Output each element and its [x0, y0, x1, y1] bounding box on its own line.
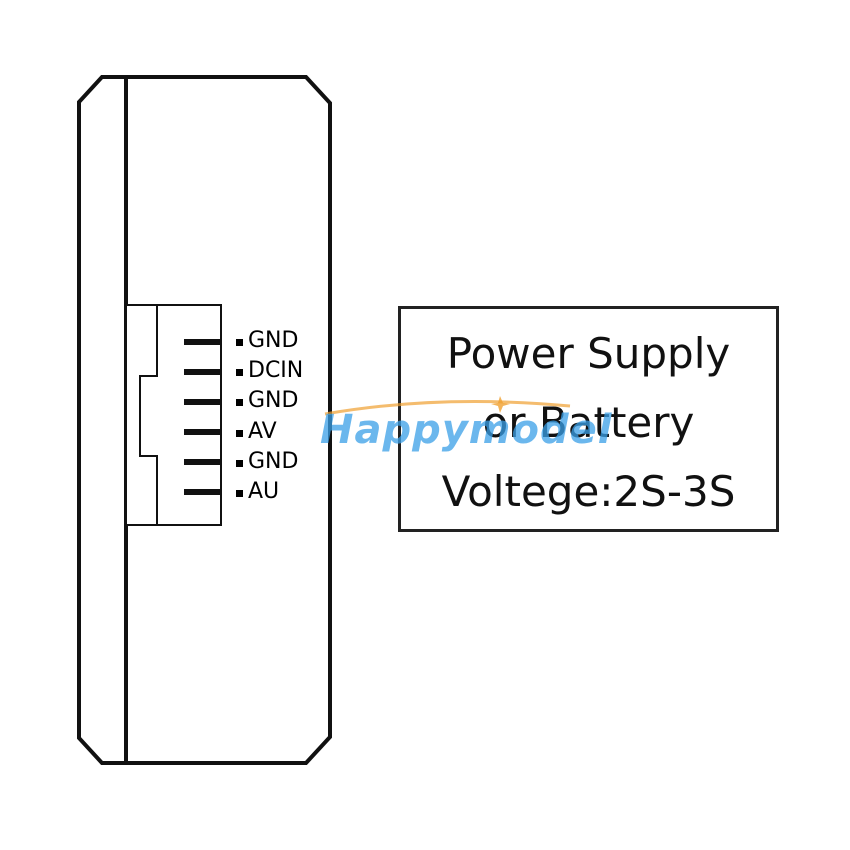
pin-label-av: AV	[236, 420, 277, 444]
pin-label-dcin: DCIN	[236, 359, 303, 383]
pin-contact	[184, 339, 220, 345]
pin-contact	[184, 369, 220, 375]
info-line-or-battery: or Battery	[482, 398, 695, 447]
pin-contact	[184, 399, 220, 405]
pin-contact	[184, 429, 220, 435]
connector-inner-outline	[139, 306, 158, 524]
pin-label-gnd-2: GND	[236, 389, 298, 413]
pin-contact	[184, 489, 220, 495]
info-line-power-supply: Power Supply	[446, 329, 731, 378]
connector-pins	[184, 339, 220, 495]
info-line-voltage: Voltege:2S-3S	[441, 467, 736, 516]
pin-label-gnd-3: GND	[236, 450, 298, 474]
pin-label-gnd-1: GND	[236, 329, 298, 353]
pin-label-au: AU	[236, 480, 279, 504]
pin-contact	[184, 459, 220, 465]
watermark-swoosh-icon	[324, 396, 571, 416]
watermark-logo: Happymodel	[320, 407, 613, 453]
power-info-box: Power Supply or Battery Voltege:2S-3S	[398, 306, 779, 532]
